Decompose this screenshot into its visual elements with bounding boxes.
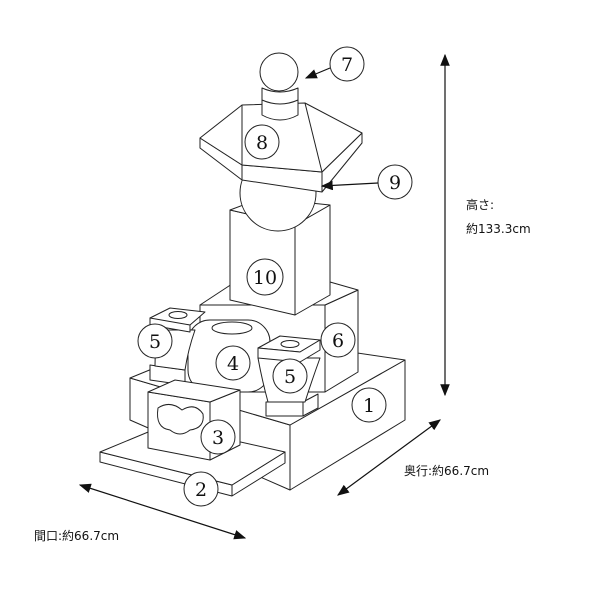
label-6: 6 <box>320 322 356 358</box>
svg-text:5: 5 <box>149 331 161 353</box>
svg-text:1: 1 <box>363 395 375 417</box>
leader-arrow-9 <box>320 180 379 191</box>
svg-text:10: 10 <box>253 267 277 289</box>
label-9: 9 <box>377 164 413 200</box>
label-5-left: 5 <box>137 323 173 359</box>
label-7: 7 <box>329 46 365 82</box>
svg-text:9: 9 <box>389 172 401 194</box>
label-5-right: 5 <box>272 358 308 394</box>
roof-stone-8 <box>199 102 363 193</box>
width-dimension-arrow <box>78 483 247 540</box>
label-3: 3 <box>200 419 236 455</box>
svg-text:2: 2 <box>195 479 207 501</box>
label-8: 8 <box>244 124 280 160</box>
depth-dimension-arrow <box>337 419 441 496</box>
width-label: 間口:約66.7cm <box>34 529 120 543</box>
svg-text:3: 3 <box>212 427 224 449</box>
depth-label: 奥行:約66.7cm <box>404 464 490 478</box>
leader-arrow-7 <box>304 67 331 79</box>
label-4: 4 <box>215 345 251 381</box>
svg-text:6: 6 <box>332 330 344 352</box>
svg-text:5: 5 <box>284 366 296 388</box>
height-value: 約133.3cm <box>466 222 531 236</box>
finial-stone-7 <box>259 52 299 121</box>
label-10: 10 <box>246 258 284 296</box>
label-2: 2 <box>183 471 219 507</box>
svg-text:4: 4 <box>227 353 239 375</box>
svg-text:7: 7 <box>341 54 353 76</box>
height-label: 高さ: <box>466 198 495 212</box>
label-1: 1 <box>351 387 387 423</box>
svg-text:8: 8 <box>256 132 268 154</box>
